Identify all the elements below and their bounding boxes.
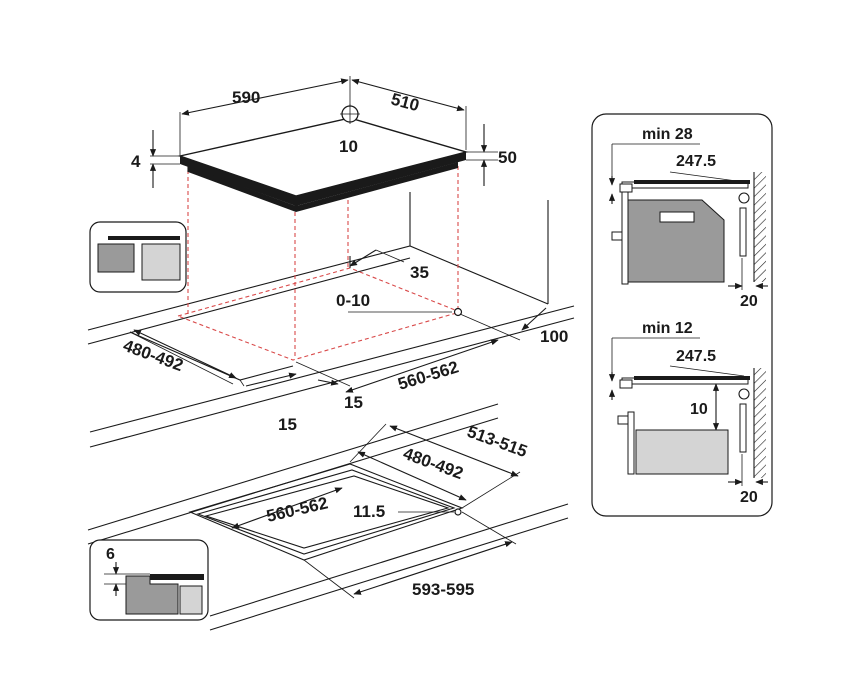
cutout-wall-gap-label: 100: [540, 327, 568, 346]
oven-wall-gap-label: 20: [740, 293, 758, 310]
cutout-front-label: 15: [278, 415, 297, 434]
oven-min-gap-label: min 28: [642, 126, 693, 143]
oven-detail: [608, 143, 768, 290]
flush-recess-label: 6: [106, 546, 115, 563]
hob-depth-label: 510: [389, 90, 421, 116]
wall-hatch-icon: [753, 368, 766, 478]
flush-install-icon: [89, 539, 209, 621]
side-panel: min 28 247.5 20: [591, 113, 773, 517]
hob-width-label: 590: [232, 88, 260, 107]
drawer-detail: [608, 337, 768, 486]
cutout-side-label: 15: [344, 393, 363, 412]
standard-install-icon: [89, 221, 187, 293]
flush-width-inner-label: 560-562: [265, 493, 330, 526]
hob-height-label: 50: [498, 148, 517, 167]
drawer-wall-gap-label: 20: [740, 489, 758, 506]
cutout-dimensions: [129, 249, 547, 393]
cutout-hole-pos-label: 0-10: [336, 291, 370, 310]
hob-dimensions: [149, 76, 498, 188]
flush-depth-inner-label: 480-492: [401, 444, 466, 483]
flush-dimensions: [231, 423, 521, 599]
flush-width-outer-label: 593-595: [412, 580, 474, 599]
oven-icon: [611, 191, 725, 285]
flush-radius-label: 11.5: [353, 502, 385, 521]
wall-hatch-icon: [753, 172, 766, 282]
drawer-rear-label: 247.5: [676, 348, 716, 365]
drawer-min-gap-label: min 12: [642, 320, 693, 337]
drawer-icon: [617, 411, 729, 475]
flush-depth-outer-label: 513-515: [465, 422, 530, 461]
drawer-gap-label: 10: [690, 401, 708, 418]
cable-hole-icon: [340, 104, 360, 124]
oven-rear-label: 247.5: [676, 153, 716, 170]
hob-thickness-label: 4: [131, 152, 141, 171]
cutout-rear-label: 35: [410, 263, 429, 282]
cable-dia-label: 10: [339, 137, 358, 156]
hob-unit: [177, 117, 469, 212]
